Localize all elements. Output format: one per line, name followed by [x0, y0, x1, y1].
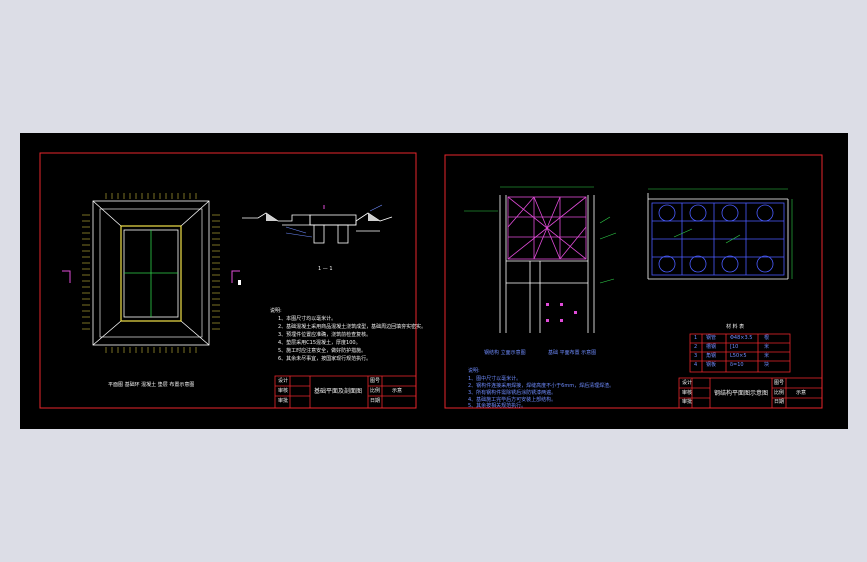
cad-model-space[interactable]: 平面图 基础环 混凝土 垫层 布置示意图 1 — 1 说明: 1、本图尺寸均以毫…: [20, 133, 848, 429]
field-label: 图号: [370, 378, 381, 384]
scale-value: 示意: [796, 390, 807, 396]
elevation-dims: [464, 186, 617, 284]
drawing-canvas: [39, 152, 823, 409]
caption-left: 钢结构 立面示意图: [484, 350, 526, 356]
table-cell: 米: [764, 344, 770, 350]
section-cut-markers: [62, 270, 240, 283]
table-cell: 2: [694, 344, 698, 350]
drawing-name: 钢结构平面图示意图: [714, 390, 769, 397]
title-block-1: [274, 375, 417, 409]
table-cell: 槽钢: [706, 344, 717, 350]
note-line: 3、所有钢构件需除锈后涂防锈漆两遍。: [468, 390, 557, 396]
steel-elevation-view: [499, 195, 595, 333]
role-label: 设计: [682, 380, 693, 386]
table-cell: L50×5: [730, 353, 747, 359]
table-title: 材 料 表: [726, 324, 745, 330]
note-line: 2、钢构件连接采用焊接，焊缝高度不小于6mm，焊后清理焊渣。: [468, 383, 615, 389]
note-line: 1、图中尺寸以毫米计。: [468, 376, 522, 382]
table-cell: 1: [694, 335, 698, 341]
sheet-1-frame: [39, 152, 417, 409]
role-label: 审核: [682, 390, 693, 396]
plan-marker: [238, 280, 241, 285]
section-callouts: [285, 204, 383, 238]
scale-value: 示意: [392, 388, 403, 394]
role-label: 设计: [278, 378, 289, 384]
note-line: 4、垫层采用C15混凝土，厚度100。: [278, 340, 361, 346]
drawing-name: 基础平面及剖面图: [314, 388, 363, 395]
field-label: 图号: [774, 380, 785, 386]
table-cell: 钢管: [706, 335, 717, 341]
table-cell: 3: [694, 353, 698, 359]
table-cell: 钢板: [706, 362, 717, 368]
field-label: 比例: [774, 390, 785, 396]
plan-hatch-ticks: [82, 193, 220, 353]
section-fill: [266, 213, 380, 221]
field-label: 比例: [370, 388, 381, 394]
base-grid: [651, 202, 785, 276]
note-line: 5、施工时应注意安全，做好防护措施。: [278, 348, 367, 354]
note-line: 4、基础施工完毕后方可安装上部结构。: [468, 397, 557, 403]
base-plan-dims: [648, 188, 793, 279]
table-cell: Φ48×3.5: [730, 335, 753, 341]
elevation-anchors: [546, 303, 577, 322]
note-line: 2、基础混凝土采用商品混凝土浇筑成型，基础周边回填夯实密实。: [278, 324, 427, 330]
table-cell: 4: [694, 362, 698, 368]
material-table: [689, 333, 791, 373]
foundation-plan-view: [92, 200, 210, 346]
role-label: 审批: [278, 398, 289, 404]
role-label: 审批: [682, 399, 693, 405]
notes-heading: 说明:: [270, 308, 282, 314]
table-cell: δ=10: [730, 362, 744, 368]
base-plan-view: [647, 193, 789, 280]
note-line: 3、预埋件位置应准确，浇筑前检查复核。: [278, 332, 372, 338]
plan-title: 平面图 基础环 混凝土 垫层 布置示意图: [108, 382, 195, 388]
table-cell: 根: [764, 335, 770, 341]
section-label: 1 — 1: [318, 266, 333, 272]
title-block-2: [678, 377, 823, 409]
field-label: 日期: [774, 399, 785, 405]
field-label: 日期: [370, 398, 381, 404]
table-cell: 块: [764, 362, 770, 368]
steel-truss: [507, 196, 587, 260]
notes-heading: 说明:: [468, 368, 480, 374]
sheet-2-frame: [444, 154, 823, 409]
caption-mid: 基础 平面布置 示意图: [548, 350, 597, 356]
role-label: 审核: [278, 388, 289, 394]
note-line: 1、本图尺寸均以毫米计。: [278, 316, 337, 322]
table-cell: [10: [730, 344, 739, 350]
note-line: 6、其余未尽事宜，按国家现行规范执行。: [278, 356, 372, 362]
table-cell: 米: [764, 353, 770, 359]
note-line: 5、其余按相关规范执行。: [468, 403, 527, 409]
table-cell: 角钢: [706, 353, 717, 359]
